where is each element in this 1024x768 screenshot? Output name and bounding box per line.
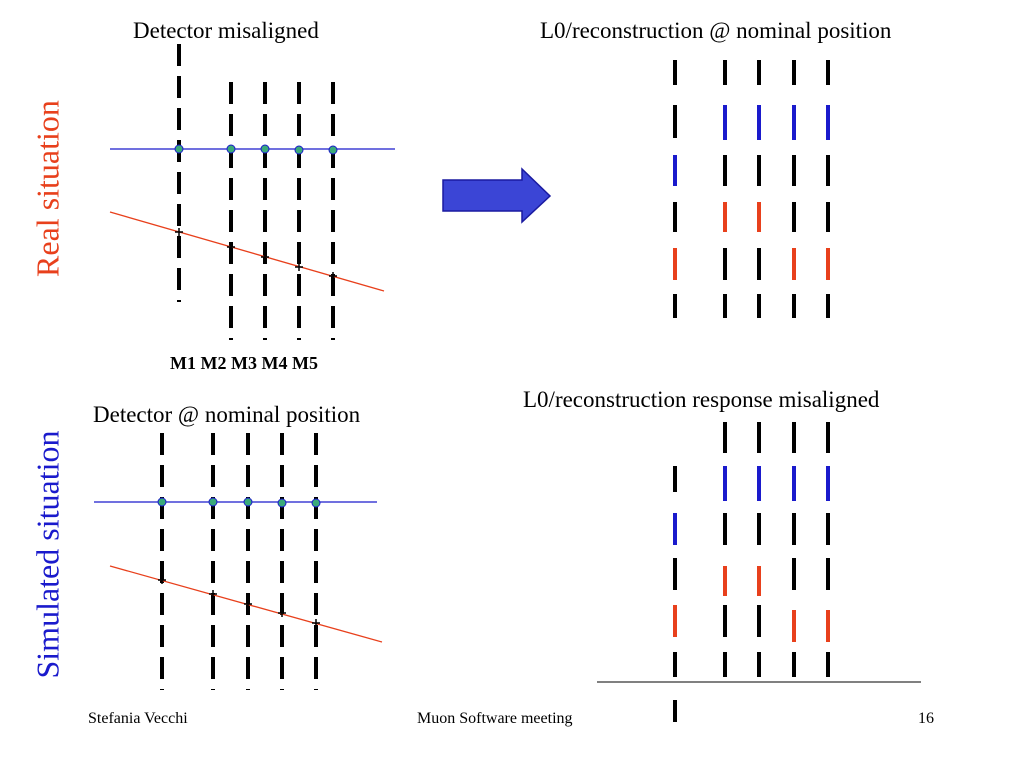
real-red-hits [175, 228, 337, 280]
real-red-track [109, 211, 385, 292]
footer-author: Stefania Vecchi [88, 710, 188, 727]
sim-red-hits [158, 576, 320, 627]
footer-meeting: Muon Software meeting [417, 710, 573, 727]
module-labels: M1 M2 M3 M4 M5 [170, 353, 318, 373]
right-arrow-icon [442, 167, 552, 224]
sim-detector-stations [160, 433, 318, 690]
title-l0-nominal: L0/reconstruction @ nominal position [540, 18, 892, 43]
title-l0-response: L0/reconstruction response misaligned [523, 387, 880, 412]
sim-blue-hits [157, 497, 321, 508]
title-detector-nominal: Detector @ nominal position [93, 402, 361, 427]
footer-page: 16 [918, 710, 934, 727]
title-detector-misaligned: Detector misaligned [133, 18, 319, 43]
real-blue-hits [174, 144, 338, 155]
l0-nominal-stations [673, 60, 830, 318]
l0-response-stations [673, 422, 830, 722]
real-detector-stations [177, 44, 335, 340]
